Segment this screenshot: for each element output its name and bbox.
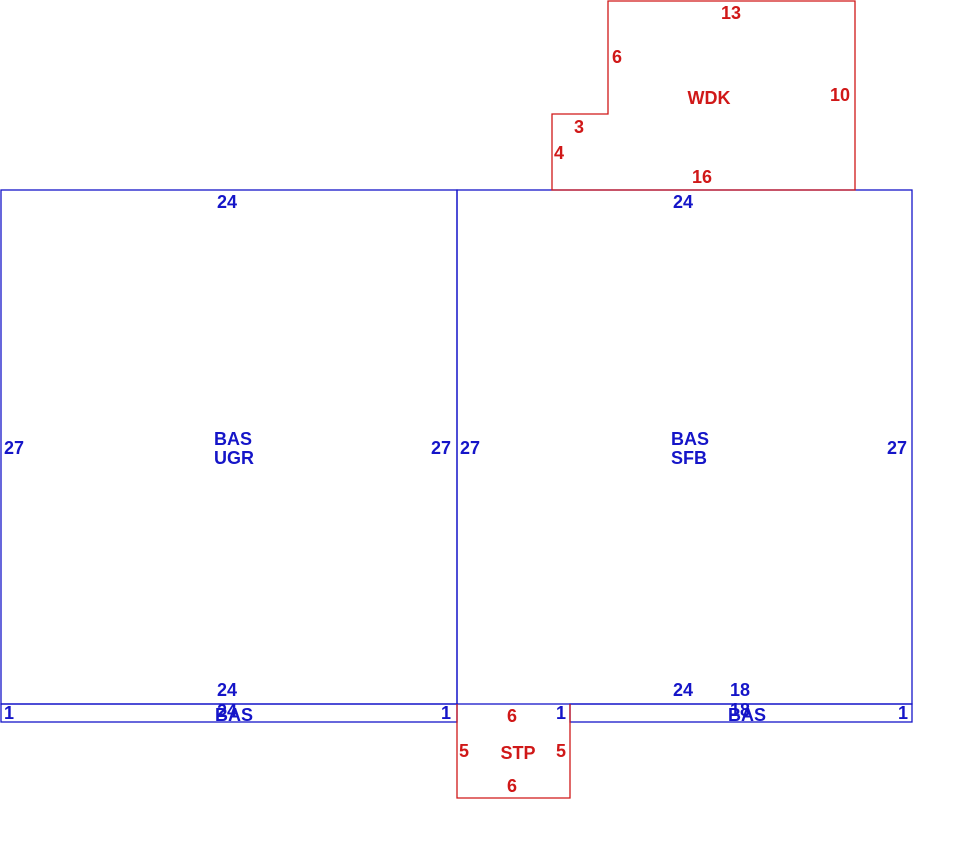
bas-sfb-top-dimension: 24 — [673, 192, 693, 212]
wdk-code: WDK — [688, 88, 731, 108]
bas-ugr-left-dimension: 27 — [4, 438, 24, 458]
bas-ugr-bottom-dimension: 24 — [217, 680, 237, 700]
wdk-left-lower-dimension: 4 — [554, 143, 564, 163]
stp-left-dimension: 5 — [459, 741, 469, 761]
bas-right-strip-right-dimension: 1 — [898, 703, 908, 723]
wdk-right-dimension: 10 — [830, 85, 850, 105]
bas-right-strip-left-dimension: 1 — [556, 703, 566, 723]
stp-top-dimension: 6 — [507, 706, 517, 726]
stp-code: STP — [500, 743, 535, 763]
bas-left-strip-top-dimension: 24 — [217, 701, 237, 721]
bas-sfb-code-2: SFB — [671, 448, 707, 468]
bas-ugr-right-dimension: 27 — [431, 438, 451, 458]
bas-sfb-left-dimension: 27 — [460, 438, 480, 458]
stp-right-dimension: 5 — [556, 741, 566, 761]
bas-left-strip-left-dimension: 1 — [4, 703, 14, 723]
bas-sfb-bottom-dimension: 24 — [673, 680, 693, 700]
bas-ugr-code-1: BAS — [214, 429, 252, 449]
bas-sfb-code-1: BAS — [671, 429, 709, 449]
stp-outline — [456, 704, 571, 799]
stp-bottom-dimension: 6 — [507, 776, 517, 796]
wdk-left-upper-dimension: 6 — [612, 47, 622, 67]
bas-left-strip-right-dimension: 1 — [441, 703, 451, 723]
bas-right-strip-bottom-dimension: 18 — [730, 700, 750, 720]
bas-sfb-right-dimension: 27 — [887, 438, 907, 458]
wdk-step-dimension: 3 — [574, 117, 584, 137]
wdk-outline — [551, 0, 856, 191]
bas-right-strip-top-dimension: 18 — [730, 680, 750, 700]
bas-ugr-top-dimension: 24 — [217, 192, 237, 212]
bas-right-strip-code: BAS — [728, 705, 766, 725]
wdk-bottom-dimension: 16 — [692, 167, 712, 187]
bas-ugr-code-2: UGR — [214, 448, 254, 468]
wdk-top-dimension: 13 — [721, 3, 741, 23]
bas-left-strip-code: BAS — [215, 705, 253, 725]
